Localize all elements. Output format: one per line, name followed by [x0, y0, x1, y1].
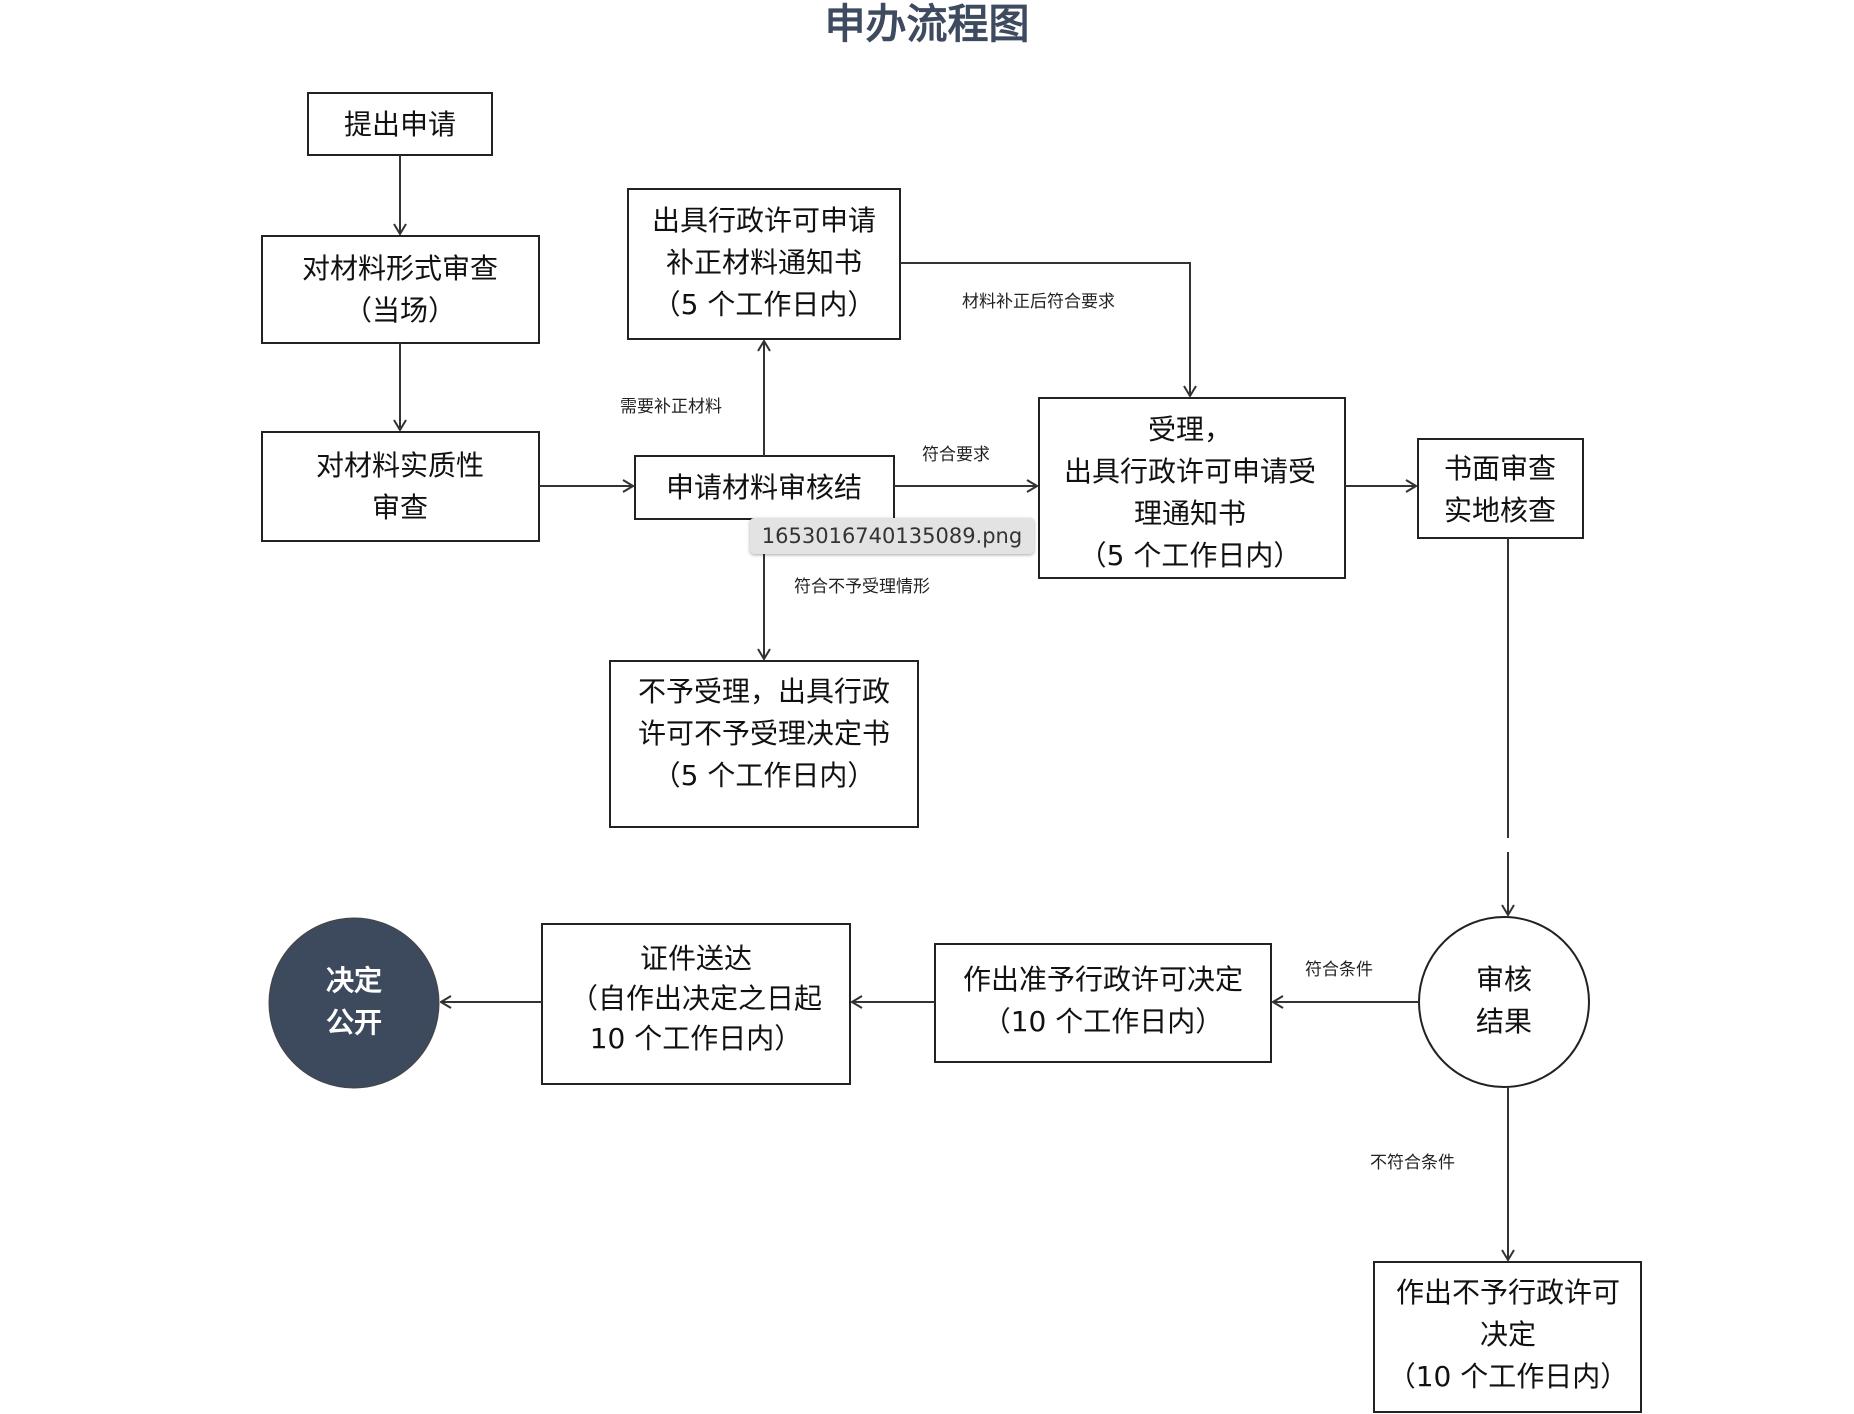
node-text-line: 结果	[1476, 1005, 1532, 1038]
node-certificate-delivery-label: 证件送达 （自作出决定之日起 10 个工作日内）	[570, 942, 822, 1055]
node-supplement-notice: 出具行政许可申请补正材料通知书 （5 个工作日内）	[627, 188, 901, 340]
node-written-review-label: 书面审查实地核查	[1444, 452, 1556, 527]
node-review-conclusion: 申请材料审核结	[634, 455, 895, 520]
node-text-line: 作出不予行政许可	[1396, 1276, 1620, 1309]
node-text-line: 审核	[1476, 963, 1532, 996]
node-grant-decision-label: 作出准予行政许可决定 （10 个工作日内）	[963, 963, 1243, 1038]
node-publish-decision: 决定公开	[268, 917, 440, 1089]
edges	[400, 155, 1508, 1260]
node-text-line: 理通知书	[1134, 497, 1246, 530]
node-review-result-label: 审核结果	[1476, 963, 1532, 1038]
node-text-line: 受理，	[1148, 413, 1232, 446]
node-text-line: （自作出决定之日起	[570, 982, 822, 1015]
node-review-result: 审核结果	[1418, 916, 1590, 1088]
node-deny-decision: 作出不予行政许可决定 （10 个工作日内）	[1373, 1261, 1642, 1413]
node-text-line: 决定	[326, 964, 382, 997]
edge-label-after-supplement: 材料补正后符合要求	[962, 292, 1115, 312]
node-publish-decision-label: 决定公开	[326, 964, 382, 1039]
node-text-line: 对材料实质性	[316, 449, 484, 482]
node-text-line: 审查	[372, 491, 428, 524]
edge-label-rejection-case: 符合不予受理情形	[794, 577, 930, 597]
node-text-line: 不予受理，出具行政	[638, 675, 890, 708]
node-supplement-notice-label: 出具行政许可申请补正材料通知书 （5 个工作日内）	[652, 204, 876, 321]
node-text-line: 出具行政许可申请	[652, 204, 876, 237]
node-form-review: 对材料形式审查 （当场）	[261, 235, 540, 344]
node-text-line: 书面审查	[1444, 452, 1556, 485]
node-grant-decision: 作出准予行政许可决定 （10 个工作日内）	[934, 943, 1272, 1063]
node-text-line: （当场）	[344, 294, 456, 327]
node-rejection-label: 不予受理，出具行政许可不予受理决定书 （5 个工作日内）	[638, 675, 890, 792]
edge-supplement-to-acceptance	[900, 262, 1190, 396]
node-written-review: 书面审查实地核查	[1417, 438, 1584, 539]
node-text-line: 补正材料通知书	[666, 246, 862, 279]
edge-label-meets-requirements: 符合要求	[922, 445, 990, 465]
node-rejection: 不予受理，出具行政许可不予受理决定书 （5 个工作日内）	[609, 660, 919, 828]
node-text-line: （10 个工作日内）	[983, 1005, 1224, 1038]
edge-label-meets-conditions: 符合条件	[1305, 960, 1373, 980]
node-acceptance-label: 受理， 出具行政许可申请受理通知书 （5 个工作日内）	[1064, 413, 1316, 572]
page-title: 申办流程图	[824, 0, 1030, 48]
edge-label-needs-supplement: 需要补正材料	[620, 397, 722, 417]
node-deny-decision-label: 作出不予行政许可决定 （10 个工作日内）	[1388, 1276, 1629, 1393]
node-review-conclusion-label: 申请材料审核结	[666, 471, 862, 504]
node-substantive-review-label: 对材料实质性审查	[316, 449, 484, 524]
node-text-line: （5 个工作日内）	[653, 288, 876, 321]
node-text-line: （5 个工作日内）	[653, 759, 876, 792]
node-text-line: 提出申请	[344, 108, 456, 141]
node-substantive-review: 对材料实质性审查	[261, 431, 540, 542]
node-form-review-label: 对材料形式审查 （当场）	[302, 252, 498, 327]
node-text-line: （10 个工作日内）	[1388, 1360, 1629, 1393]
node-text-line: 作出准予行政许可决定	[963, 963, 1243, 996]
node-text-line: 证件送达	[640, 942, 752, 975]
filename-tooltip: 1653016740135089.png	[750, 518, 1034, 554]
edge-label-not-meet-conditions: 不符合条件	[1370, 1153, 1455, 1173]
node-text-line: （5 个工作日内）	[1079, 539, 1302, 572]
node-certificate-delivery: 证件送达 （自作出决定之日起 10 个工作日内）	[541, 923, 851, 1085]
node-submit-application: 提出申请	[307, 92, 493, 156]
node-text-line: 实地核查	[1444, 494, 1556, 527]
node-text-line: 决定	[1480, 1318, 1536, 1351]
node-text-line: 申请材料审核结	[666, 471, 862, 504]
node-text-line: 公开	[326, 1006, 382, 1039]
node-text-line: 10 个工作日内）	[590, 1022, 803, 1055]
node-text-line: 出具行政许可申请受	[1064, 455, 1316, 488]
node-acceptance: 受理， 出具行政许可申请受理通知书 （5 个工作日内）	[1038, 397, 1346, 579]
node-submit-label: 提出申请	[344, 108, 456, 141]
node-text-line: 许可不予受理决定书	[638, 717, 890, 750]
node-text-line: 对材料形式审查	[302, 252, 498, 285]
